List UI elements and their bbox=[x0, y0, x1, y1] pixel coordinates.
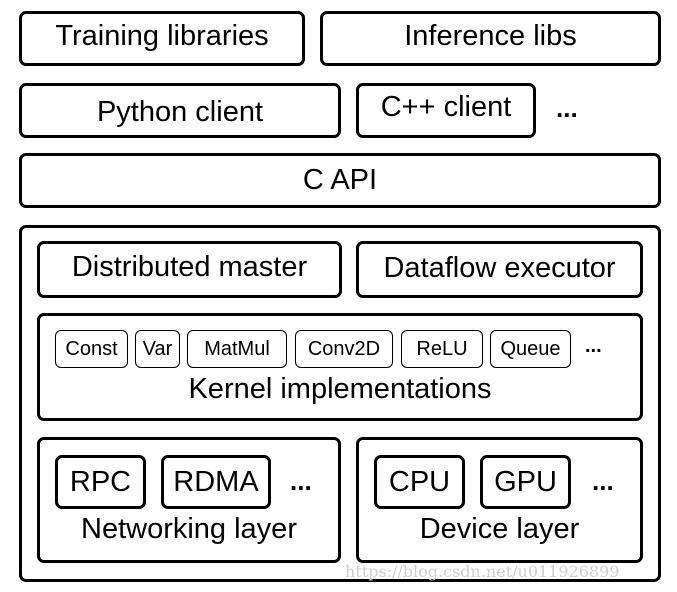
distributed-master-label: Distributed master bbox=[71, 251, 308, 283]
networking-more-ellipsis: ... bbox=[290, 466, 312, 496]
dataflow-executor-box: Dataflow executor bbox=[356, 241, 643, 298]
device-more-ellipsis: ... bbox=[592, 466, 614, 496]
training-libraries-box: Training libraries bbox=[19, 11, 305, 66]
dataflow-executor-label: Dataflow executor bbox=[383, 252, 616, 284]
kernel-ops-more-ellipsis: ... bbox=[585, 335, 602, 357]
kernel-op-relu: ReLU bbox=[401, 330, 483, 368]
kernel-op-var: Var bbox=[135, 330, 180, 368]
kernel-implementations-label: Kernel implementations bbox=[188, 373, 492, 405]
cpp-client-label: C++ client bbox=[380, 91, 512, 123]
device-layer-label: Device layer bbox=[419, 513, 580, 545]
inference-libs-box: Inference libs bbox=[320, 11, 661, 66]
networking-layer-box: Networking layer bbox=[37, 437, 341, 563]
clients-more-ellipsis: ... bbox=[556, 93, 578, 123]
kernel-op-conv2d: Conv2D bbox=[295, 330, 393, 368]
cpp-client-box: C++ client bbox=[356, 83, 536, 138]
watermark-text: https://blog.csdn.net/u011926899 bbox=[345, 562, 620, 581]
networking-rdma: RDMA bbox=[161, 455, 271, 509]
device-cpu: CPU bbox=[374, 455, 465, 509]
kernel-op-const: Const bbox=[55, 330, 128, 368]
python-client-label: Python client bbox=[96, 96, 264, 128]
c-api-label: C API bbox=[302, 164, 378, 196]
kernel-op-queue: Queue bbox=[490, 330, 571, 368]
training-libraries-label: Training libraries bbox=[55, 20, 269, 52]
inference-libs-label: Inference libs bbox=[404, 20, 577, 52]
distributed-master-box: Distributed master bbox=[37, 241, 342, 298]
networking-rpc: RPC bbox=[55, 455, 146, 509]
c-api-box: C API bbox=[19, 153, 661, 208]
device-layer-box: Device layer bbox=[356, 437, 643, 563]
device-gpu: GPU bbox=[480, 455, 571, 509]
kernel-op-matmul: MatMul bbox=[187, 330, 287, 368]
networking-layer-label: Networking layer bbox=[81, 513, 297, 545]
python-client-box: Python client bbox=[19, 83, 341, 138]
